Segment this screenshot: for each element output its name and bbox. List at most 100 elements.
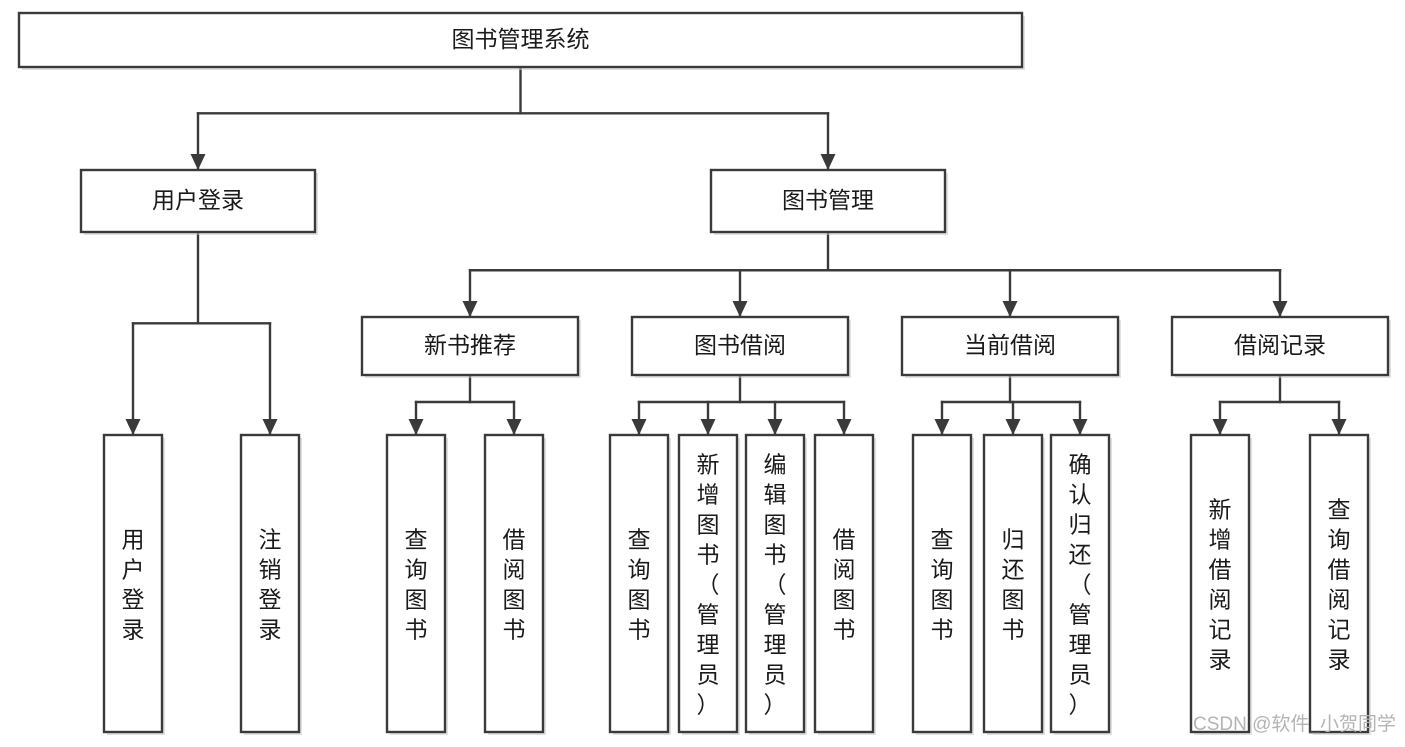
node-box[interactable]	[102, 433, 164, 734]
node-box[interactable]	[630, 315, 850, 377]
node-box[interactable]	[1308, 433, 1370, 734]
node-label-char: 理	[697, 632, 720, 658]
arrow-head-icon	[190, 154, 206, 170]
node-label: 新书推荐	[424, 332, 516, 358]
node-label-char: ）	[1069, 692, 1092, 718]
node-label: 当前借阅	[964, 332, 1056, 358]
node-label-char: 查	[628, 527, 651, 553]
node-label-char: ）	[697, 692, 720, 718]
node-box[interactable]	[982, 433, 1044, 734]
arrow-head-icon	[408, 419, 424, 435]
node-borrow-record[interactable]: 借阅记录	[1170, 315, 1391, 378]
node-book-borrow[interactable]: 图书借阅	[630, 315, 851, 378]
node-label-char: 阅	[503, 557, 526, 583]
node-label-char: 登	[259, 587, 282, 613]
node-label-char: （	[697, 572, 720, 598]
node-label-char: 书	[764, 542, 787, 568]
node-label-char: 询	[1328, 527, 1351, 553]
node-label-char: 询	[931, 557, 954, 583]
node-label-char: 记	[1209, 617, 1232, 643]
node-box[interactable]	[709, 168, 947, 234]
node-label-char: 图	[628, 587, 651, 613]
node-label-char: 录	[122, 617, 145, 643]
node-label-char: ）	[764, 692, 787, 718]
node-label-char: 书	[503, 617, 526, 643]
node-box[interactable]	[813, 433, 875, 734]
node-box[interactable]	[744, 433, 806, 734]
node-label-char: 理	[764, 632, 787, 658]
node-box[interactable]	[1049, 433, 1111, 734]
node-label-char: 员	[764, 662, 787, 688]
node-box[interactable]	[1170, 315, 1390, 377]
node-label-char: 管	[1069, 602, 1092, 628]
node-label-char: 借	[1209, 557, 1232, 583]
node-label-char: 图	[503, 587, 526, 613]
node-box[interactable]	[79, 168, 317, 234]
node-box[interactable]	[483, 433, 545, 734]
node-box[interactable]	[677, 433, 739, 734]
node-label-char: 查	[405, 527, 428, 553]
node-box[interactable]	[900, 315, 1120, 377]
node-label-char: 还	[1069, 542, 1092, 568]
node-label-char: 管	[764, 602, 787, 628]
node-current-borrow[interactable]: 当前借阅	[900, 315, 1121, 378]
node-book-management[interactable]: 图书管理	[709, 168, 948, 235]
node-box[interactable]	[239, 433, 301, 734]
node-box[interactable]	[608, 433, 670, 734]
node-new-book-recommend[interactable]: 新书推荐	[360, 315, 581, 378]
arrow-head-icon	[462, 301, 478, 317]
connectors-layer	[125, 65, 1347, 436]
node-box[interactable]	[360, 315, 580, 377]
node-label-char: （	[1069, 572, 1092, 598]
node-label-char: 录	[1209, 647, 1232, 673]
node-label-char: 书	[405, 617, 428, 643]
arrow-head-icon	[125, 419, 141, 435]
node-leaf-user-login[interactable]: 用户登录	[102, 433, 165, 735]
node-box[interactable]	[1189, 433, 1251, 734]
node-label-char: 书	[833, 617, 856, 643]
node-label-char: 图	[1002, 587, 1025, 613]
node-box[interactable]	[911, 433, 973, 734]
node-label-char: 用	[122, 527, 145, 553]
node-label-char: 认	[1069, 482, 1092, 508]
arrow-head-icon	[631, 419, 647, 435]
node-user-login[interactable]: 用户登录	[79, 168, 318, 235]
node-label: 图书借阅	[694, 332, 786, 358]
node-box[interactable]	[385, 433, 447, 734]
arrow-head-icon	[1272, 301, 1288, 317]
node-label: 借阅记录	[1234, 332, 1326, 358]
node-label-char: 书	[628, 617, 651, 643]
node-box[interactable]	[17, 11, 1024, 69]
arrow-head-icon	[820, 154, 836, 170]
node-label-char: 编	[764, 452, 787, 478]
node-label-char: 阅	[833, 557, 856, 583]
arrow-head-icon	[1002, 301, 1018, 317]
node-label-char: 图	[405, 587, 428, 613]
node-label-char: 借	[833, 527, 856, 553]
node-label-char: 借	[503, 527, 526, 553]
node-label-char: 阅	[1328, 587, 1351, 613]
node-label-char: 查	[1328, 497, 1351, 523]
node-label-char: 管	[697, 602, 720, 628]
node-label-char: 销	[259, 557, 282, 583]
node-label-char: 借	[1328, 557, 1351, 583]
node-root[interactable]: 图书管理系统	[17, 11, 1025, 70]
node-label-char: 书	[931, 617, 954, 643]
arrow-head-icon	[767, 419, 783, 435]
node-label-char: 员	[1069, 662, 1092, 688]
node-label-char: 书	[1002, 617, 1025, 643]
node-label-char: 询	[405, 557, 428, 583]
